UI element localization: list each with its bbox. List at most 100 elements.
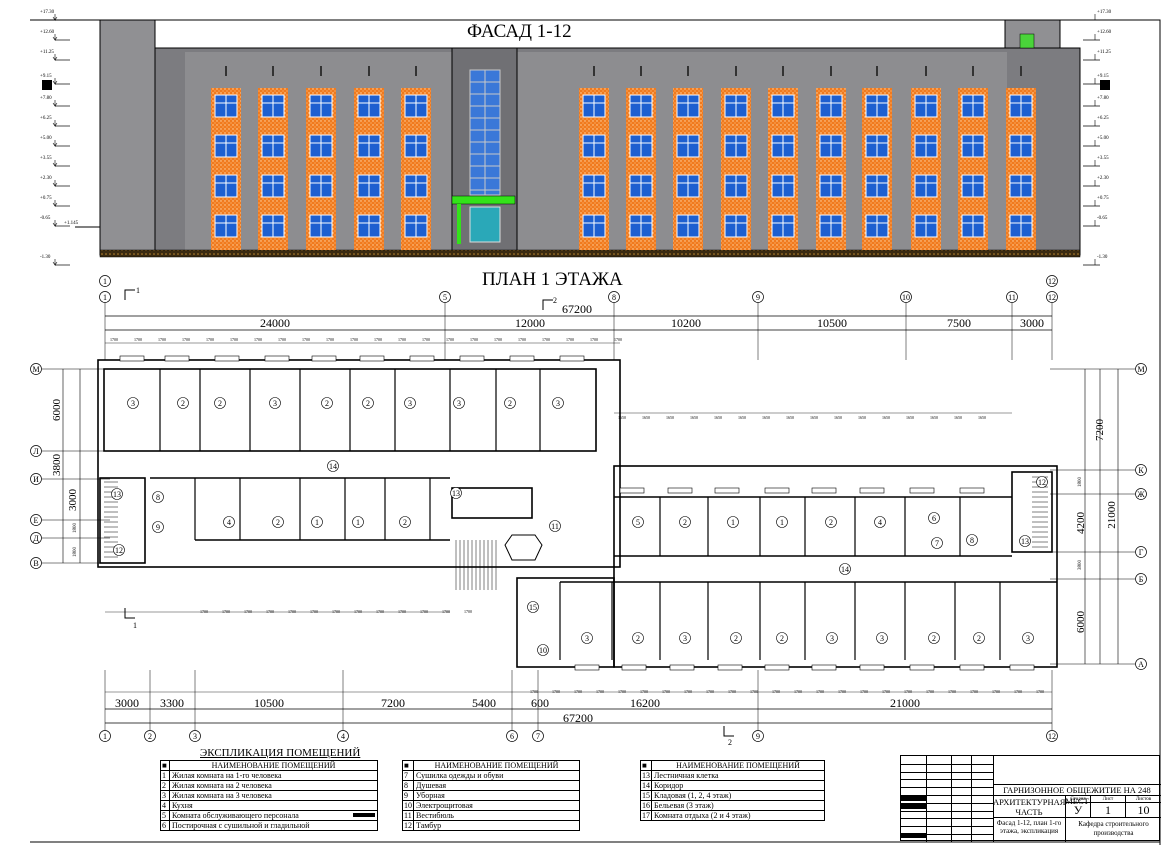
entrance-canopy[interactable] [451, 195, 516, 205]
room-number-bubble [826, 632, 838, 644]
stamp-grid-line [901, 802, 993, 804]
dimension-small: 1700 [200, 609, 208, 614]
axis-left-label: Д [33, 534, 39, 543]
dimension-small: 1700 [772, 689, 780, 694]
room-number-bubble [111, 488, 123, 500]
axis-top-label: 5 [443, 293, 447, 302]
axis-right-label: М [1137, 365, 1144, 374]
room-name: Уборная [413, 790, 580, 801]
room-number: 14 [329, 462, 337, 471]
axis-top-bubble [1006, 291, 1018, 303]
axis-bottom-bubble [532, 730, 544, 742]
stamp-grid-line [926, 756, 927, 842]
axis-top-label: 12 [1048, 293, 1056, 302]
room-number: 10 [539, 646, 547, 655]
axis-bottom-label: 4 [341, 732, 345, 741]
room-number: 1 [731, 518, 735, 527]
legend-swatch [353, 813, 375, 817]
dimension-small: 1700 [566, 337, 574, 342]
dimension-small: 1700 [222, 609, 230, 614]
entrance-door[interactable] [469, 206, 501, 243]
room-name: Жилая комната на 1-го человека [169, 770, 378, 781]
axis-top-label: 10 [902, 293, 910, 302]
elevation-right-label: +3.55 [1097, 156, 1109, 161]
room-number-bubble [321, 397, 333, 409]
dimension-small: 1700 [684, 689, 692, 694]
dimension-small: 1700 [278, 337, 286, 342]
room-number-bubble [272, 516, 284, 528]
facade-pilaster-mark [876, 66, 878, 76]
dimension-top: 12000 [515, 316, 545, 330]
elevation-arrow-icon [52, 100, 58, 107]
dimension-bottom: 10500 [254, 696, 284, 710]
dimension-small: 1700 [422, 337, 430, 342]
room-number-bubble [450, 487, 462, 499]
elevation-left-label: +0.75 [40, 196, 52, 201]
axis-top-label: 11 [1008, 293, 1016, 302]
stamp-grid-line [901, 826, 993, 828]
dimension-small: 1700 [590, 337, 598, 342]
facade-pilaster-mark [368, 66, 370, 76]
room-number: 15 [529, 603, 537, 612]
room-code: 10 [402, 800, 414, 811]
dimension-small: 1650 [954, 415, 962, 420]
axis-left-label: М [32, 365, 39, 374]
dimension-small: 1650 [978, 415, 986, 420]
elevation-arrow-icon [52, 259, 58, 266]
room-number-bubble [177, 397, 189, 409]
plan-window [559, 355, 585, 362]
vent-grille [1019, 33, 1035, 49]
room-number: 2 [403, 518, 407, 527]
dimension-small: 1700 [750, 689, 758, 694]
axis-top-label: 1 [103, 293, 107, 302]
dimension-small: 1700 [398, 609, 406, 614]
room-number-bubble [1036, 476, 1048, 488]
dimension-small: 1650 [834, 415, 842, 420]
dimension-top: 10200 [671, 316, 701, 330]
dimension-small: 1700 [230, 337, 238, 342]
room-name: Коридор [651, 780, 825, 791]
stamp-grid-line [901, 779, 993, 781]
dimension-small: 1700 [552, 689, 560, 694]
stamp-filled-cell [901, 796, 926, 801]
dimension-right: 21000 [1106, 501, 1118, 529]
dimension-top: 24000 [260, 316, 290, 330]
room-number: 3 [556, 399, 560, 408]
dimension-top: 10500 [817, 316, 847, 330]
elevation-left-label: +7.80 [40, 96, 52, 101]
elevation-right-label: +11.25 [1097, 50, 1111, 55]
room-number-bubble [399, 516, 411, 528]
room-code: 17 [640, 810, 652, 821]
room-number-bubble [581, 632, 593, 644]
dimension-small: 1650 [930, 415, 938, 420]
axis-right-label: Б [1139, 575, 1144, 584]
entry-level-label: +1.145 [64, 221, 79, 226]
dimension-small: 1700 [530, 689, 538, 694]
axis-bottom-label: 3 [193, 732, 197, 741]
room-name: Кухня [169, 800, 378, 811]
plan-window [459, 355, 485, 362]
room-number: 6 [932, 514, 936, 523]
room-number: 2 [829, 518, 833, 527]
room-number-bubble [776, 632, 788, 644]
elevation-right-label: +7.80 [1097, 96, 1109, 101]
plan-window [264, 355, 290, 362]
header-marker-icon: ■ [160, 760, 170, 771]
dimension-small: 1700 [794, 689, 802, 694]
stage-label: Стадия [1066, 796, 1091, 803]
axis-right-bubble [1135, 464, 1147, 476]
plan-window [214, 355, 240, 362]
dimension-small: 1650 [858, 415, 866, 420]
dimension-bottom: 16200 [630, 696, 660, 710]
dimension-small: 1700 [1036, 689, 1044, 694]
elevation-right-label: +6.25 [1097, 116, 1109, 121]
room-code: 5 [160, 810, 170, 821]
room-number-bubble [152, 491, 164, 503]
project-name: ГАРНИЗОННОЕ ОБЩЕЖИТИЕ НА 248 МЕСТ [993, 784, 1161, 806]
dimension-small: 1700 [882, 689, 890, 694]
